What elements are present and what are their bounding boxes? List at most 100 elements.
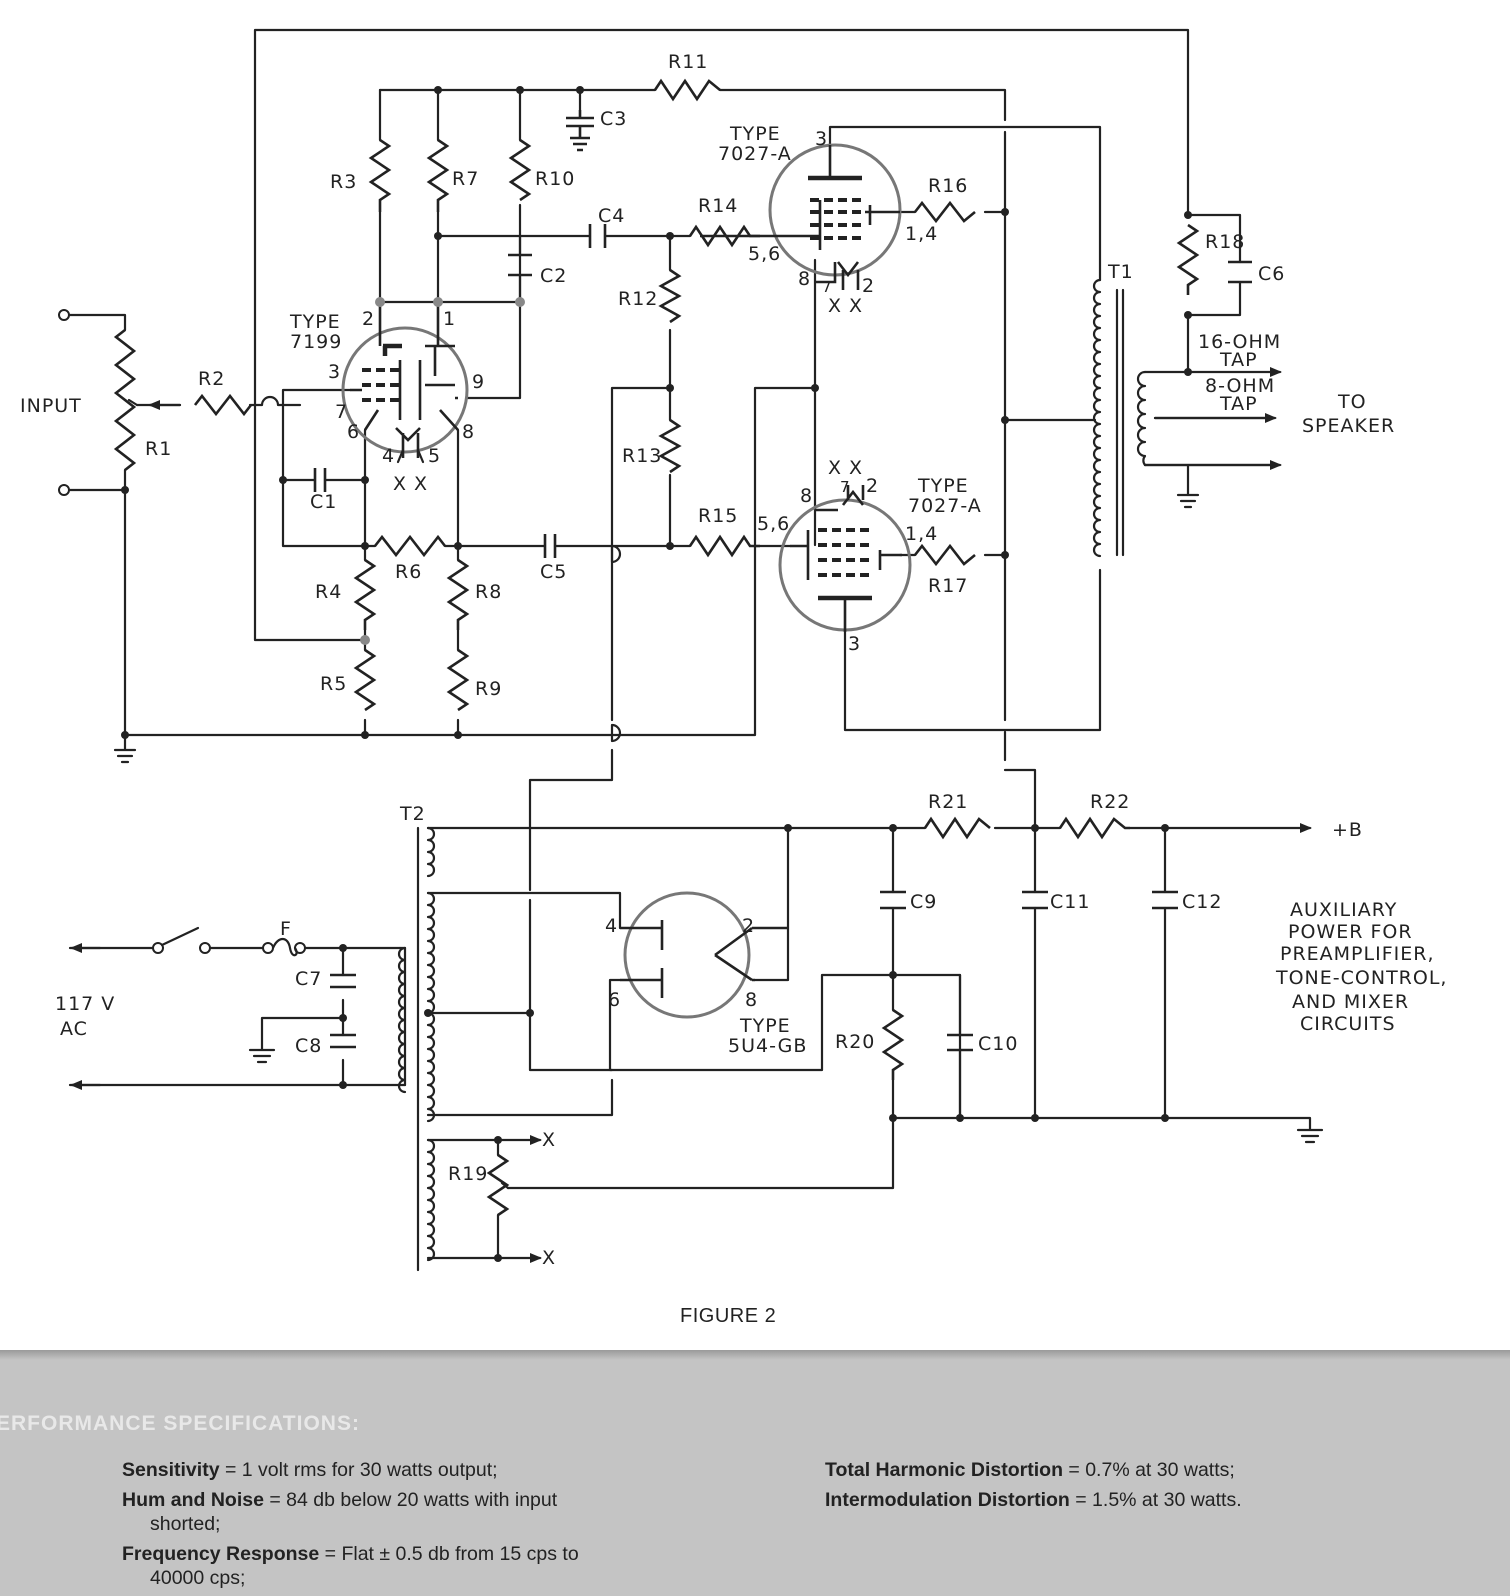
t2-hv-winding-top xyxy=(426,826,436,878)
r2-label: R2 xyxy=(198,368,225,390)
r8-label: R8 xyxy=(475,581,502,603)
page-edge-shadow xyxy=(0,1350,1510,1360)
r13-label: R13 xyxy=(622,445,662,467)
c5-capacitor xyxy=(543,534,557,558)
spec-column-right: Total Harmonic Distortion = 0.7% at 30 w… xyxy=(825,1458,1475,1518)
r15-resistor xyxy=(688,534,760,558)
r16-resistor xyxy=(913,200,976,224)
c7-label: C7 xyxy=(295,968,322,990)
r4-label: R4 xyxy=(315,581,342,603)
spec-value: = 84 db below 20 watts with input xyxy=(263,1489,558,1511)
r6-label: R6 xyxy=(395,561,422,583)
spec-label: Frequency Response xyxy=(122,1543,320,1565)
pin-label: 4 xyxy=(605,915,618,937)
heater-x-top: X xyxy=(542,1129,556,1151)
c5-label: C5 xyxy=(540,561,567,583)
r9-label: R9 xyxy=(475,678,502,700)
capacitors xyxy=(313,110,1252,1120)
r3-label: R3 xyxy=(330,171,357,193)
aux-label-1: AUXILIARY xyxy=(1290,899,1397,921)
aux-label-5: AND MIXER xyxy=(1292,991,1409,1013)
pin-label: 1,4 xyxy=(905,523,938,545)
tube2-num-label: 7027-A xyxy=(718,143,792,165)
t1-output-transformer xyxy=(1092,278,1147,558)
t2-power-transformer xyxy=(397,826,436,1272)
aux-label-2: POWER FOR xyxy=(1288,921,1413,943)
r7-resistor xyxy=(426,138,450,212)
r11-label: R11 xyxy=(668,51,708,73)
amplifier-schematic: INPUT R1 R2 R3 R7 R10 R11 C3 C4 C2 R14 R… xyxy=(20,28,1447,1327)
speaker-label: SPEAKER xyxy=(1302,415,1395,437)
fuse-label: F xyxy=(280,918,292,940)
r19-resistor xyxy=(486,1153,510,1217)
tube1-heater-xx: X X xyxy=(393,473,428,495)
aux-label-4: TONE-CONTROL, xyxy=(1275,967,1447,989)
pin-label: 8 xyxy=(462,421,475,443)
r10-label: R10 xyxy=(535,168,575,190)
r20-resistor xyxy=(881,1008,905,1080)
c4-label: C4 xyxy=(598,205,625,227)
spec-label: Total Harmonic Distortion xyxy=(825,1459,1063,1481)
r8-resistor xyxy=(446,558,470,630)
pin-label: 8 xyxy=(800,485,813,507)
input-label: INPUT xyxy=(20,395,82,417)
r1-resistor xyxy=(113,328,137,472)
c3-label: C3 xyxy=(600,108,627,130)
c11-label: C11 xyxy=(1050,891,1090,913)
r5-label: R5 xyxy=(320,673,347,695)
r17-resistor xyxy=(913,543,976,567)
t1-primary-winding xyxy=(1092,278,1102,558)
r16-label: R16 xyxy=(928,175,968,197)
c3-capacitor xyxy=(566,110,594,152)
pin-label: 8 xyxy=(798,268,811,290)
r22-resistor xyxy=(1058,816,1130,840)
fuse xyxy=(262,937,306,957)
r21-label: R21 xyxy=(928,791,968,813)
pin-label: 5 xyxy=(428,445,441,467)
performance-specifications: ERFORMANCE SPECIFICATIONS: Sensitivity =… xyxy=(0,1350,1510,1596)
pin-label: 3 xyxy=(848,633,861,655)
aux-label-3: PREAMPLIFIER, xyxy=(1280,943,1434,965)
r21-resistor xyxy=(923,816,991,840)
r18-resistor xyxy=(1176,223,1200,295)
tube1-type-label: TYPE xyxy=(289,311,341,333)
tube2-heater-xx: X X xyxy=(828,295,863,317)
pin-label: 6 xyxy=(347,421,360,443)
junctions xyxy=(58,86,1192,1262)
pin-label: 2 xyxy=(866,475,879,497)
spec-item: Intermodulation Distortion = 1.5% at 30 … xyxy=(825,1488,1475,1512)
c1-label: C1 xyxy=(310,491,337,513)
t2-primary-winding xyxy=(397,946,407,1094)
to-label: TO xyxy=(1337,391,1367,413)
power-switch[interactable] xyxy=(152,926,211,954)
r17-label: R17 xyxy=(928,575,968,597)
heater-x-bottom: X xyxy=(542,1247,556,1269)
r6-resistor xyxy=(373,534,447,558)
tap8-label: 8-OHM xyxy=(1205,375,1275,397)
pin-label: 9 xyxy=(472,371,485,393)
c11-capacitor xyxy=(1022,890,1048,910)
pin-label: 2 xyxy=(362,308,375,330)
pin-label: 2 xyxy=(742,915,755,937)
tube4-type-label: TYPE xyxy=(739,1015,791,1037)
r12-label: R12 xyxy=(618,288,658,310)
r11-resistor xyxy=(653,78,721,102)
pin-labels: 2 1 3 9 7 6 8 4 5 3 5,6 1,4 8 7 2 8 7 2 … xyxy=(328,128,938,1011)
tube-7027a-upper xyxy=(700,143,902,290)
r20-label: R20 xyxy=(835,1031,875,1053)
component-labels: INPUT R1 R2 R3 R7 R10 R11 C3 C4 C2 R14 R… xyxy=(20,51,1447,1327)
r19-label: R19 xyxy=(448,1163,488,1185)
c2-capacitor xyxy=(508,253,532,277)
t2-hv-winding xyxy=(426,891,436,1123)
spec-value-continued: 40000 cps; xyxy=(150,1567,246,1589)
r15-label: R15 xyxy=(698,505,738,527)
r1-label: R1 xyxy=(145,438,172,460)
c7-capacitor xyxy=(330,973,356,989)
t2-heater-winding xyxy=(426,1138,436,1262)
pin-label: 4 xyxy=(382,445,395,467)
t1-label: T1 xyxy=(1107,261,1134,283)
c12-label: C12 xyxy=(1182,891,1222,913)
c6-label: C6 xyxy=(1258,263,1285,285)
pin-label: 3 xyxy=(328,361,341,383)
tap16-label: 16-OHM xyxy=(1198,331,1281,353)
